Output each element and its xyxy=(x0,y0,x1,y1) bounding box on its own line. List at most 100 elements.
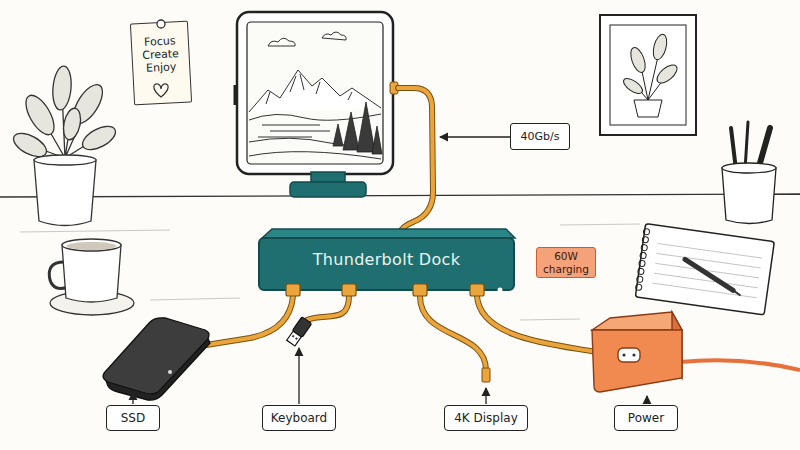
pine-trees xyxy=(372,126,382,154)
usb-plug xyxy=(286,317,312,347)
tablet-cable xyxy=(398,88,433,240)
picture-frame xyxy=(621,76,645,97)
usb-plug xyxy=(295,337,298,340)
notebook xyxy=(642,236,649,243)
tablet-stand xyxy=(290,182,366,197)
leader-line xyxy=(440,136,510,137)
node-text: Power xyxy=(628,411,664,425)
coffee-mug xyxy=(49,239,134,315)
device-cables xyxy=(420,296,486,370)
sticky-note: Focus Create Enjoy xyxy=(130,21,192,106)
picture-frame xyxy=(600,15,696,135)
device-label: SSD xyxy=(106,405,160,431)
pencil-cup xyxy=(722,168,776,224)
node-text: 60W charging xyxy=(539,250,593,275)
pencil-cup xyxy=(722,122,776,224)
pencil-cup xyxy=(722,163,776,173)
power-adapter xyxy=(680,360,800,370)
tablet xyxy=(247,22,383,164)
desk-edge xyxy=(0,194,800,197)
power-adapter xyxy=(592,312,800,392)
tablet-cable xyxy=(398,88,433,240)
landscape-sketch xyxy=(249,152,381,159)
potted-plant xyxy=(61,107,83,142)
device-cables xyxy=(200,296,596,370)
device-cables xyxy=(307,296,349,320)
potted-plant xyxy=(10,65,119,225)
node-text: Focus Create Enjoy xyxy=(135,34,187,76)
tablet xyxy=(235,12,398,174)
landscape-sketch xyxy=(268,38,295,46)
device-cables xyxy=(477,296,596,352)
usb-plug xyxy=(287,331,302,346)
picture-frame xyxy=(634,100,662,117)
device-cables xyxy=(307,296,349,320)
picture-frame xyxy=(628,46,648,75)
landscape-sketch xyxy=(249,114,381,120)
pine-trees xyxy=(357,102,375,152)
label-arrows xyxy=(485,388,486,404)
ssd-drive xyxy=(168,370,172,374)
notebook xyxy=(640,252,647,259)
notebook xyxy=(733,290,741,295)
pine-trees xyxy=(333,124,343,146)
device-label: Power xyxy=(614,405,678,431)
picture-frame xyxy=(651,33,669,61)
ssd-drive xyxy=(103,318,209,394)
label-arrows xyxy=(132,392,133,404)
picture-frame xyxy=(610,25,686,125)
device-label: Keyboard xyxy=(262,405,336,431)
notebook xyxy=(638,268,645,275)
device-cables xyxy=(200,296,293,346)
notebook xyxy=(639,260,646,267)
ssd-drive xyxy=(103,318,210,400)
power-adapter xyxy=(632,353,635,356)
desk-edge xyxy=(20,224,640,320)
label-arrows xyxy=(298,348,299,404)
node-text: 4K Display xyxy=(454,411,518,425)
device-cables xyxy=(420,296,486,370)
notebook xyxy=(643,228,650,235)
label-arrows xyxy=(133,348,647,404)
node-text: 40Gb/s xyxy=(521,130,560,143)
notebook xyxy=(636,276,643,283)
landscape-sketch xyxy=(322,32,346,40)
potted-plant xyxy=(34,155,96,165)
potted-plant xyxy=(34,160,96,226)
notebook xyxy=(634,223,774,315)
landscape-sketch xyxy=(258,125,330,137)
notebook xyxy=(635,284,642,291)
power-adapter xyxy=(622,353,625,356)
landscape-sketch xyxy=(266,74,352,104)
usb-plug xyxy=(292,335,295,338)
device-cables xyxy=(200,296,293,346)
node-text: Keyboard xyxy=(271,411,327,425)
coffee-mug xyxy=(67,242,117,250)
power-adapter xyxy=(618,348,640,362)
notebook xyxy=(652,243,762,297)
notebook xyxy=(635,224,774,315)
node-text: Thunderbolt Dock xyxy=(313,250,461,269)
coffee-mug xyxy=(62,239,121,251)
notebook xyxy=(682,259,737,290)
device-label: 4K Display xyxy=(444,405,528,431)
pine-trees xyxy=(333,102,382,154)
picture-frame xyxy=(600,15,696,135)
pine-trees xyxy=(343,112,359,150)
display-plug xyxy=(482,368,490,382)
potted-plant xyxy=(51,65,73,110)
speed-callout: 40Gb/s xyxy=(510,123,570,150)
notebook xyxy=(641,244,648,251)
tablet-stand xyxy=(290,172,366,197)
dock-box: Thunderbolt Dock xyxy=(258,237,515,291)
power-adapter xyxy=(592,312,682,330)
coffee-mug xyxy=(62,245,121,302)
device-cables xyxy=(477,296,596,352)
charging-badge: 60W charging xyxy=(536,247,596,278)
tablet xyxy=(237,12,393,174)
